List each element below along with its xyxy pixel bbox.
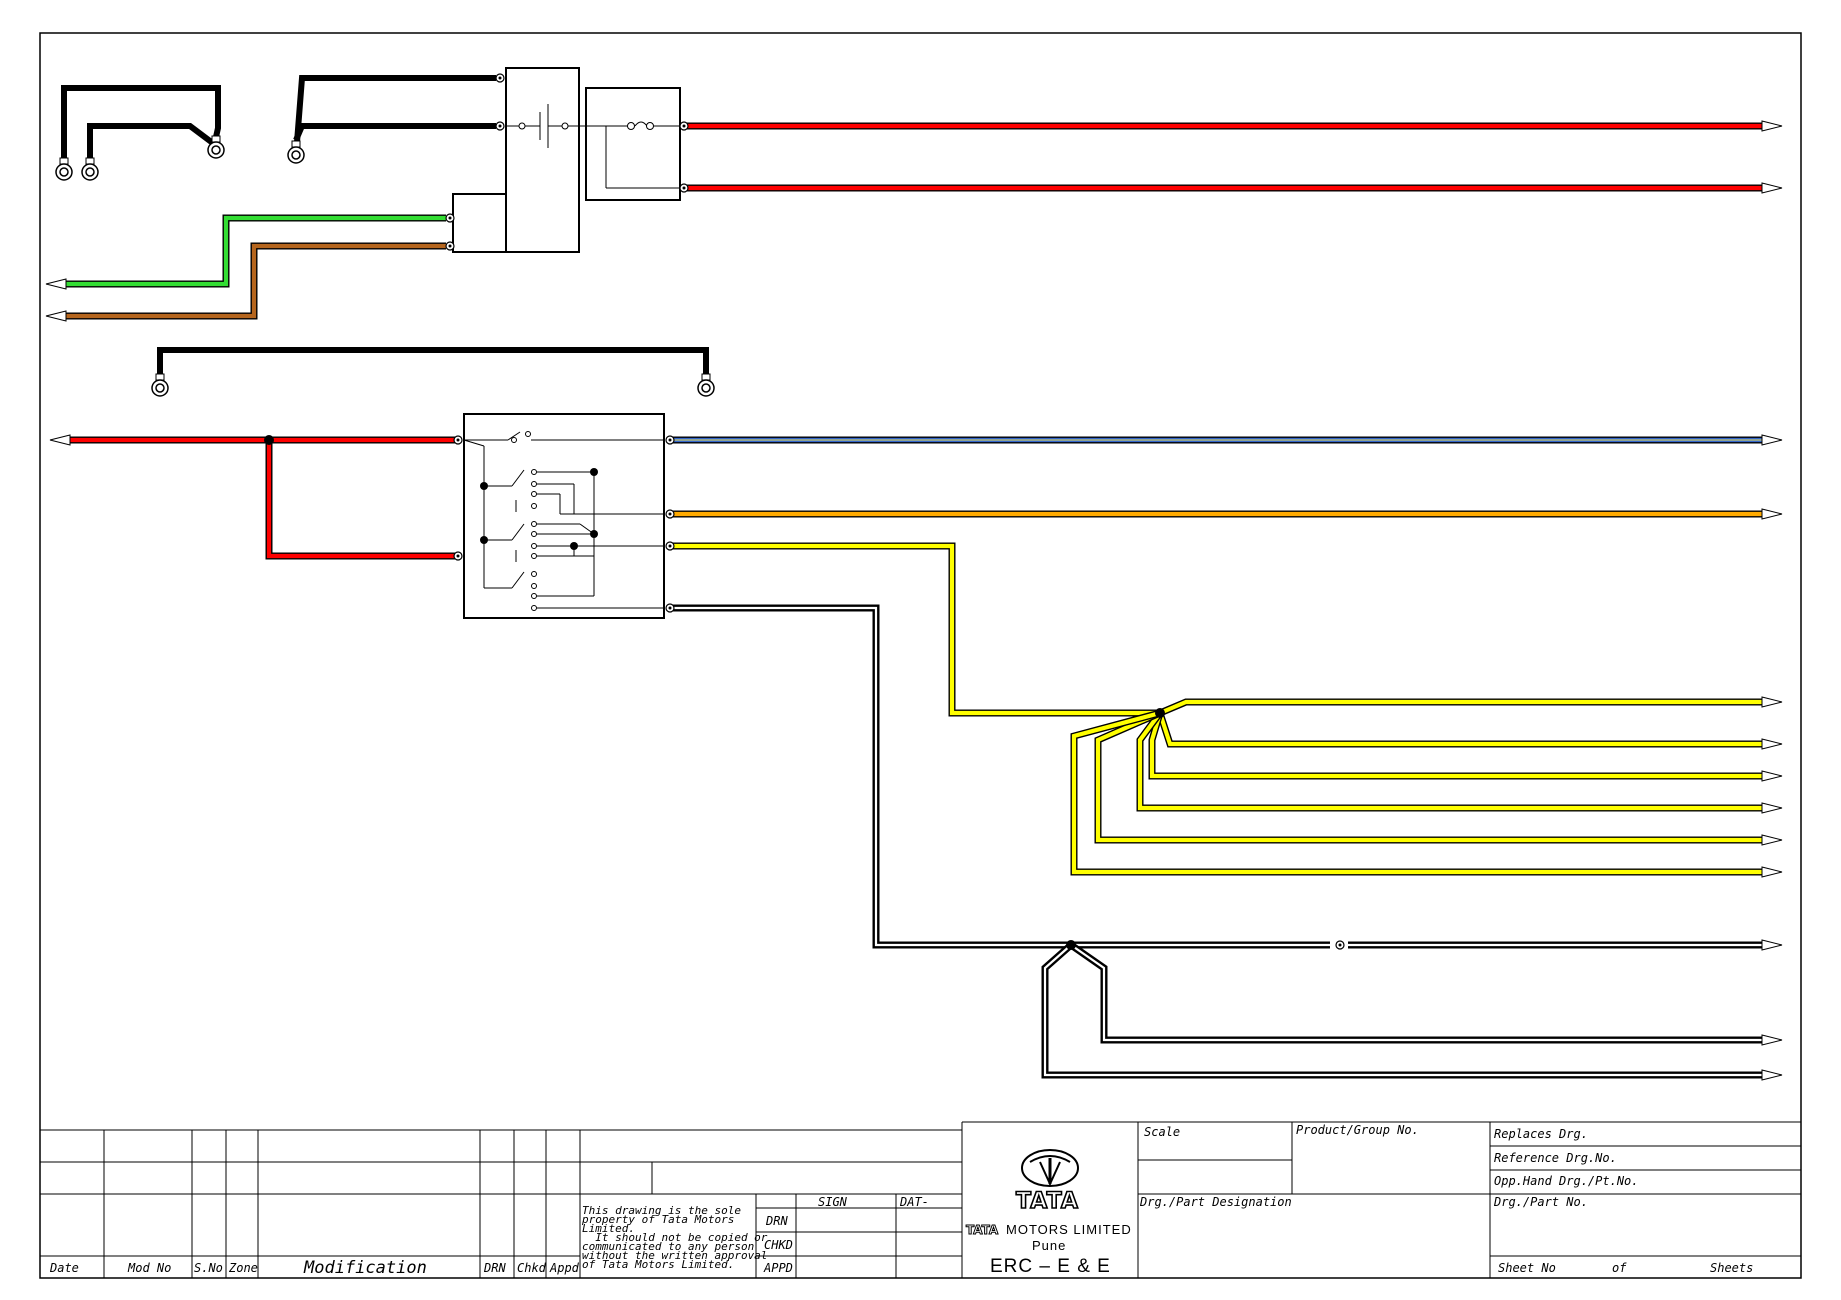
header-date: Date xyxy=(49,1261,79,1275)
opp-hand-label: Opp.Hand Drg./Pt.No. xyxy=(1494,1174,1639,1188)
wire-yellow-out-4 xyxy=(1136,710,1783,814)
tata-logo-text: TATA xyxy=(1016,1189,1079,1214)
switch-module xyxy=(463,413,665,619)
wire-black-conn xyxy=(1348,939,1783,951)
wire-yellow-out-2 xyxy=(1156,711,1783,750)
battery-symbol-icon xyxy=(506,104,579,148)
sign-header: SIGN xyxy=(818,1195,848,1209)
ground-cable-2 xyxy=(293,75,496,156)
arrow-tip-icon xyxy=(1761,770,1783,782)
title-block xyxy=(40,1121,1801,1278)
arrow-tip-icon xyxy=(1761,120,1783,132)
appd-label: APPD xyxy=(763,1261,793,1275)
of-label: of xyxy=(1612,1261,1627,1275)
wire-orange xyxy=(670,508,1783,520)
notice-line: This drawing is the sole xyxy=(582,1204,741,1217)
company-city: Pune xyxy=(1032,1238,1066,1253)
wire-red-2 xyxy=(686,182,1783,194)
notice-line: It should not be copied or xyxy=(582,1231,768,1244)
arrow-tip-icon xyxy=(1761,866,1783,878)
arrow-tip-icon xyxy=(1761,802,1783,814)
drawing-fields: Scale Product/Group No. Drg./Part Design… xyxy=(1139,1123,1753,1275)
sheet-border xyxy=(39,32,1802,1279)
ground-cable-1 xyxy=(61,85,221,160)
fuse-symbol-icon xyxy=(579,121,680,189)
wire-black-main xyxy=(670,604,1330,949)
connector-pins xyxy=(445,73,1345,950)
arrow-tip-icon xyxy=(45,278,67,290)
switch-contact-icon xyxy=(463,431,664,611)
drn-label: DRN xyxy=(765,1214,788,1228)
arrow-tip-icon xyxy=(1761,939,1783,951)
modification-headers: Date Mod No S.No Zone Modification DRN C… xyxy=(49,1258,580,1278)
ground-terminal-icon xyxy=(207,135,225,159)
header-chkd: Chkd xyxy=(517,1261,547,1275)
property-notice: This drawing is the sole property of Tat… xyxy=(581,1204,768,1271)
part-designation-label: Drg./Part Designation xyxy=(1139,1195,1292,1209)
header-mod-no: Mod No xyxy=(127,1261,171,1275)
ground-cable-3 xyxy=(157,347,709,376)
wire-black-out-2 xyxy=(1041,942,1783,1081)
arrow-tip-icon xyxy=(1761,834,1783,846)
arrow-tip-icon xyxy=(1761,508,1783,520)
ground-terminal-icon xyxy=(287,140,305,164)
splice-points xyxy=(264,435,1165,950)
wire-black-out-1 xyxy=(1068,942,1783,1046)
part-no-label: Drg./Part No. xyxy=(1493,1195,1588,1209)
ground-terminal-icon xyxy=(81,157,99,181)
product-group-label: Product/Group No. xyxy=(1296,1123,1419,1137)
header-s-no: S.No xyxy=(194,1261,223,1275)
header-modification: Modification xyxy=(303,1258,427,1278)
sheets-label: Sheets xyxy=(1710,1261,1753,1275)
date-header: DAT- xyxy=(899,1195,929,1209)
ground-terminal-icon xyxy=(151,373,169,397)
battery-unit xyxy=(452,67,580,253)
sheet-no-label: Sheet No xyxy=(1498,1261,1556,1275)
arrow-tip-icon xyxy=(1761,1034,1783,1046)
notice-line: without the written approval xyxy=(582,1249,767,1262)
tata-small-logo-text: TATA xyxy=(966,1223,999,1237)
arrow-tip-icon xyxy=(1761,696,1783,708)
wire-yellow-out-6 xyxy=(1070,709,1783,878)
notice-line: communicated to any person xyxy=(582,1240,754,1253)
notice-line: Limited. xyxy=(582,1222,635,1235)
wire-yellow-main xyxy=(670,542,1160,717)
wire-yellow-out-5 xyxy=(1094,709,1783,846)
header-drn: DRN xyxy=(483,1261,506,1275)
notice-line: of Tata Motors Limited. xyxy=(582,1258,734,1271)
arrow-tip-icon xyxy=(1761,738,1783,750)
wire-brown xyxy=(45,242,446,322)
arrow-tip-icon xyxy=(45,310,67,322)
arrow-tip-icon xyxy=(49,434,71,446)
company-name: MOTORS LIMITED xyxy=(1006,1222,1132,1237)
notice-line: property of Tata Motors xyxy=(581,1213,734,1226)
ground-terminal-icon xyxy=(55,157,73,181)
wire-yellow-out-1 xyxy=(1158,696,1783,717)
ground-terminal-icon xyxy=(697,373,715,397)
arrow-tip-icon xyxy=(1761,1069,1783,1081)
scale-label: Scale xyxy=(1144,1125,1180,1139)
ground-terminals xyxy=(55,135,715,397)
approval-table: SIGN DAT- DRN CHKD APPD xyxy=(763,1195,929,1275)
department-label: ERC – E & E xyxy=(990,1256,1111,1277)
wire-green xyxy=(45,214,446,290)
header-zone: Zone xyxy=(228,1261,258,1275)
wire-red-1 xyxy=(686,120,1783,132)
wire-blue xyxy=(670,434,1783,446)
header-appd: Appd xyxy=(549,1261,580,1275)
replaces-label: Replaces Drg. xyxy=(1494,1127,1588,1141)
arrow-tip-icon xyxy=(1761,434,1783,446)
arrow-tip-icon xyxy=(1761,182,1783,194)
tata-logo-icon xyxy=(1021,1149,1079,1187)
chkd-label: CHKD xyxy=(764,1238,793,1252)
wire-harness xyxy=(45,120,1783,1081)
wire-yellow-out-3 xyxy=(1148,712,1783,782)
wire-red-supply xyxy=(49,434,456,446)
reference-label: Reference Drg.No. xyxy=(1494,1151,1617,1165)
fuse-box xyxy=(579,87,681,201)
wire-red-branch xyxy=(265,440,456,560)
